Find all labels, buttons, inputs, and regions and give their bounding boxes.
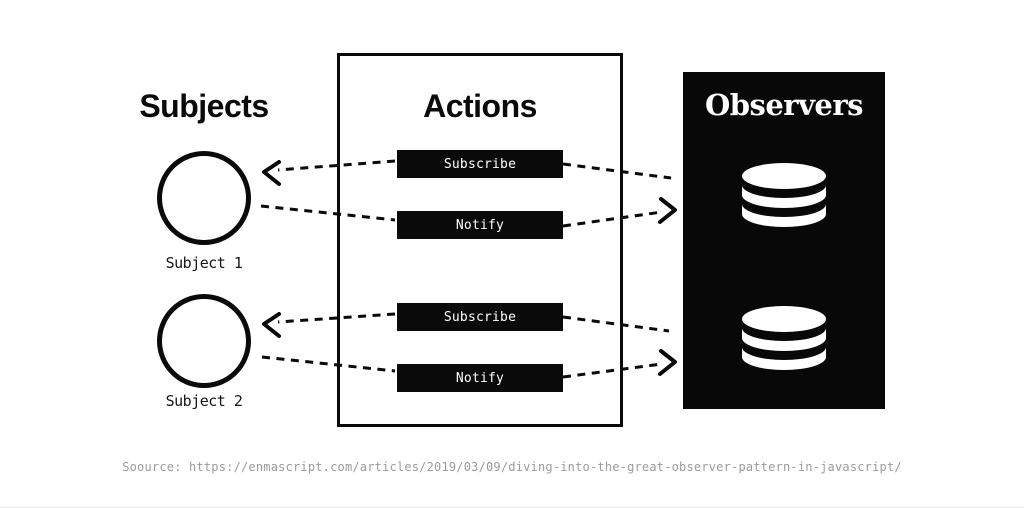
subject-circle (157, 294, 251, 388)
subjects-heading: Subjects (139, 88, 269, 124)
actions-heading: Actions (423, 88, 537, 124)
subject-circle (157, 151, 251, 245)
observers-panel (683, 72, 885, 409)
arrowhead-left-icon (262, 160, 281, 186)
source-caption: Soource: https://enmascript.com/articles… (122, 460, 902, 474)
arrowhead-left-icon (262, 312, 281, 338)
subscribe-button: Subscribe (397, 303, 563, 331)
arrowhead-right-icon (658, 349, 677, 376)
database-icon (742, 306, 826, 370)
subject-label: Subject 2 (165, 392, 243, 410)
subject-label: Subject 1 (165, 254, 243, 272)
arrowhead-right-icon (658, 197, 677, 224)
notify-button: Notify (397, 364, 563, 392)
subscribe-button: Subscribe (397, 150, 563, 178)
observers-heading: Observers (704, 88, 864, 122)
database-icon (742, 163, 826, 227)
notify-button: Notify (397, 211, 563, 239)
